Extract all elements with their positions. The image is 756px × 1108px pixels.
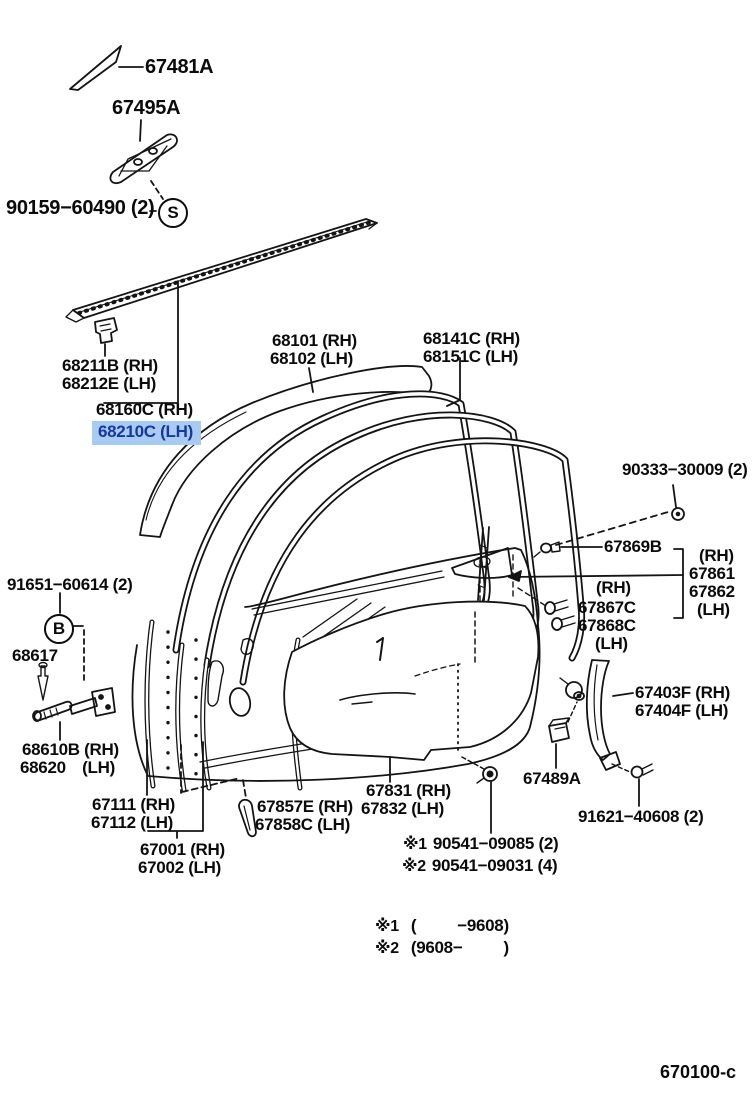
frame-callout-bracket (508, 548, 684, 619)
grommet-icon (555, 484, 685, 546)
footnote-range-1: ( −9608) (410, 916, 509, 935)
part-label-68160C[interactable]: 68160C (RH) (96, 400, 193, 419)
fastener-callout-s[interactable]: S (158, 198, 188, 228)
fastener-callout-b[interactable]: B (44, 614, 74, 644)
part-label-90333-30009[interactable]: 90333−30009 (2) (622, 460, 748, 479)
part-label-68101[interactable]: 68101 (RH) (272, 331, 357, 350)
remark-marker-1: ※1 (403, 836, 427, 853)
part-label-67862[interactable]: 67862 (689, 582, 735, 601)
part-label-68610B[interactable]: 68610B (RH) (22, 740, 119, 759)
belt-molding-clip-shape (94, 317, 118, 357)
remark-row-1[interactable]: ※1 90541−09085 (2) (403, 834, 559, 854)
remark-row-2[interactable]: ※2 90541−09031 (4) (402, 856, 558, 876)
label-rh-bolt: (RH) (596, 578, 631, 597)
corner-garnish-shape (69, 45, 144, 91)
part-label-67481A[interactable]: 67481A (145, 56, 214, 78)
label-lh-frame: (LH) (697, 600, 730, 619)
door-check-shape (32, 592, 116, 741)
selected-part-text: 68210C (LH) (98, 422, 193, 441)
door-trim-panel-shape (283, 600, 540, 783)
label-lh-bolt: (LH) (595, 634, 628, 653)
footnote-range-2: (9608− ) (410, 938, 509, 957)
part-label-91621-40608[interactable]: 91621−40608 (2) (578, 807, 704, 826)
remark-marker-2: ※2 (402, 858, 426, 875)
belt-molding-shape (65, 218, 378, 323)
service-grommet-icon (476, 766, 498, 834)
part-label-68151C[interactable]: 68151C (LH) (423, 347, 518, 366)
trim-clip-icon (548, 691, 585, 769)
door-glass-shape (139, 365, 433, 538)
footnote-row-2: ※2 (9608− ) (375, 938, 509, 958)
part-label-68617[interactable]: 68617 (12, 646, 58, 665)
remark-text-2: 90541−09031 (4) (431, 856, 558, 875)
screw-icon (630, 763, 654, 807)
part-label-67002[interactable]: 67002 (LH) (138, 858, 221, 877)
part-label-67869B[interactable]: 67869B (604, 537, 662, 556)
lower-callout-lines (146, 739, 247, 839)
part-label-90159-60490[interactable]: 90159−60490 (2) (6, 197, 155, 219)
part-label-68141C[interactable]: 68141C (RH) (423, 329, 520, 348)
label-rh-frame: (RH) (699, 546, 734, 565)
window-regulator-shape (559, 659, 634, 773)
part-label-68102[interactable]: 68102 (LH) (270, 349, 353, 368)
frame-clip-icon (533, 541, 603, 558)
weatherstrip-seal-shape (238, 798, 257, 838)
remark-text-1: 90541−09085 (2) (432, 834, 559, 853)
part-label-67495A[interactable]: 67495A (112, 97, 181, 119)
frame-bolt-icon (517, 587, 576, 631)
footnote-marker-2: ※2 (375, 940, 399, 957)
part-label-67831[interactable]: 67831 (RH) (366, 781, 451, 800)
part-label-67404F[interactable]: 67404F (LH) (635, 701, 729, 720)
part-label-67861[interactable]: 67861 (689, 564, 735, 583)
pillar-garnish-shape (109, 119, 178, 212)
part-label-68620[interactable]: 68620 (LH) (20, 758, 115, 777)
part-label-67111[interactable]: 67111 (RH) (92, 795, 175, 814)
footnote-row-1: ※1 ( −9608) (375, 916, 509, 936)
diagram-code: 670100-c (660, 1062, 737, 1082)
part-label-67868C[interactable]: 67868C (578, 616, 636, 635)
part-label-67112[interactable]: 67112 (LH) (91, 813, 174, 832)
part-label-91651-60614[interactable]: 91651−60614 (2) (7, 575, 133, 594)
run-callout-line (446, 357, 461, 407)
part-label-67001[interactable]: 67001 (RH) (140, 840, 225, 859)
footnote-marker-1: ※1 (375, 918, 399, 935)
part-label-68212E[interactable]: 68212E (LH) (62, 374, 157, 393)
part-label-67867C[interactable]: 67867C (578, 598, 636, 617)
part-label-67858C[interactable]: 67858C (LH) (255, 815, 350, 834)
part-label-67489A[interactable]: 67489A (523, 769, 581, 788)
part-label-68211B[interactable]: 68211B (RH) (62, 356, 158, 375)
door-frame-shape (239, 437, 586, 686)
part-label-67403F[interactable]: 67403F (RH) (635, 683, 730, 702)
part-label-67832[interactable]: 67832 (LH) (361, 799, 444, 818)
part-label-67857E[interactable]: 67857E (RH) (257, 797, 353, 816)
part-label-68210C-selected[interactable]: 68210C (LH) (92, 421, 201, 445)
